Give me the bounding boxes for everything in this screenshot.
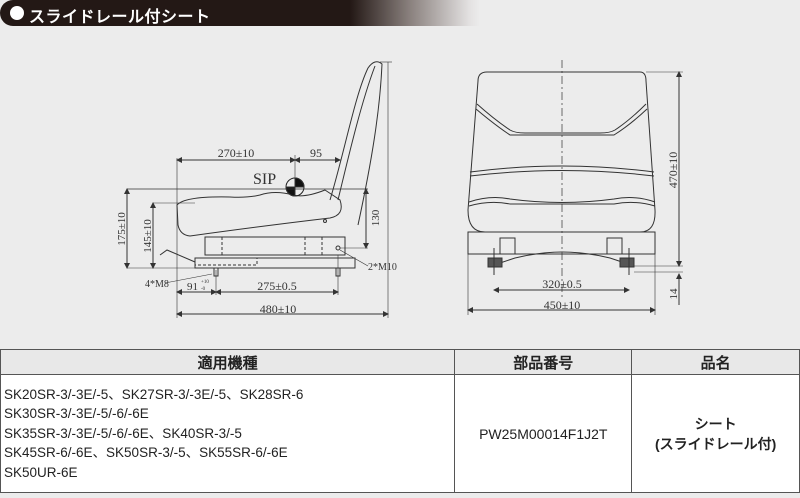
model-line: SK50UR-6E: [4, 464, 78, 480]
bullet-icon: [10, 6, 24, 20]
dim-14: 14: [668, 288, 680, 300]
section-header: スライドレール付シート: [0, 0, 480, 26]
side-view: 270±10 95 SIP 130 175±10 145±10 4*M8 2*M…: [116, 61, 397, 318]
dim-95: 95: [310, 146, 322, 160]
dim-130: 130: [370, 209, 382, 226]
bolt-m8-label: 4*M8: [145, 279, 169, 290]
dim-275: 275±0.5: [257, 279, 297, 293]
table-header-row: 適用機種 部品番号 品名: [0, 349, 800, 375]
seat-drawing: 270±10 95 SIP 130 175±10 145±10 4*M8 2*M…: [116, 60, 683, 318]
sip-label: SIP: [253, 171, 276, 188]
dim-270: 270±10: [218, 146, 255, 160]
dim-175: 175±10: [116, 212, 128, 246]
section-title: スライドレール付シート: [29, 7, 211, 26]
dim-450: 450±10: [544, 298, 581, 312]
dim-320: 320±0.5: [542, 277, 582, 291]
model-line: SK20SR-3/-3E/-5、SK27SR-3/-3E/-5、SK28SR-6: [4, 386, 304, 402]
dim-145: 145±10: [142, 219, 154, 253]
bolt-m10-label: 2*M10: [368, 262, 397, 273]
parts-table: 適用機種 部品番号 品名 SK20SR-3/-3E/-5、SK27SR-3/-3…: [0, 349, 800, 493]
dim-91-tol-lower: -0: [201, 287, 206, 292]
dim-91-tol-upper: +10: [201, 280, 209, 285]
model-line: SK35SR-3/-3E/-5/-6/-6E、SK40SR-3/-5: [4, 425, 242, 441]
dim-470: 470±10: [666, 152, 680, 189]
model-line: SK30SR-3/-3E/-5/-6/-6E: [4, 406, 149, 422]
applicable-models-cell: SK20SR-3/-3E/-5、SK27SR-3/-3E/-5、SK28SR-6…: [0, 374, 456, 493]
product-name-line1: シート: [694, 415, 737, 432]
table-row: SK20SR-3/-3E/-5、SK27SR-3/-3E/-5、SK28SR-6…: [0, 374, 800, 493]
header-applicable-models: 適用機種: [0, 349, 456, 375]
model-line: SK45SR-6/-6E、SK50SR-3/-5、SK55SR-6/-6E: [4, 445, 288, 461]
front-view: 470±10 320±0.5 450±10 14: [467, 60, 683, 315]
product-name-line2: (スライドレール付): [654, 435, 777, 452]
part-number-cell: PW25M00014F1J2T: [454, 374, 633, 493]
product-name-cell: シート (スライドレール付): [631, 374, 800, 493]
header-part-number: 部品番号: [454, 349, 633, 375]
dim-480: 480±10: [260, 302, 297, 316]
header-product-name: 品名: [631, 349, 800, 375]
dim-91: 91: [187, 281, 198, 293]
